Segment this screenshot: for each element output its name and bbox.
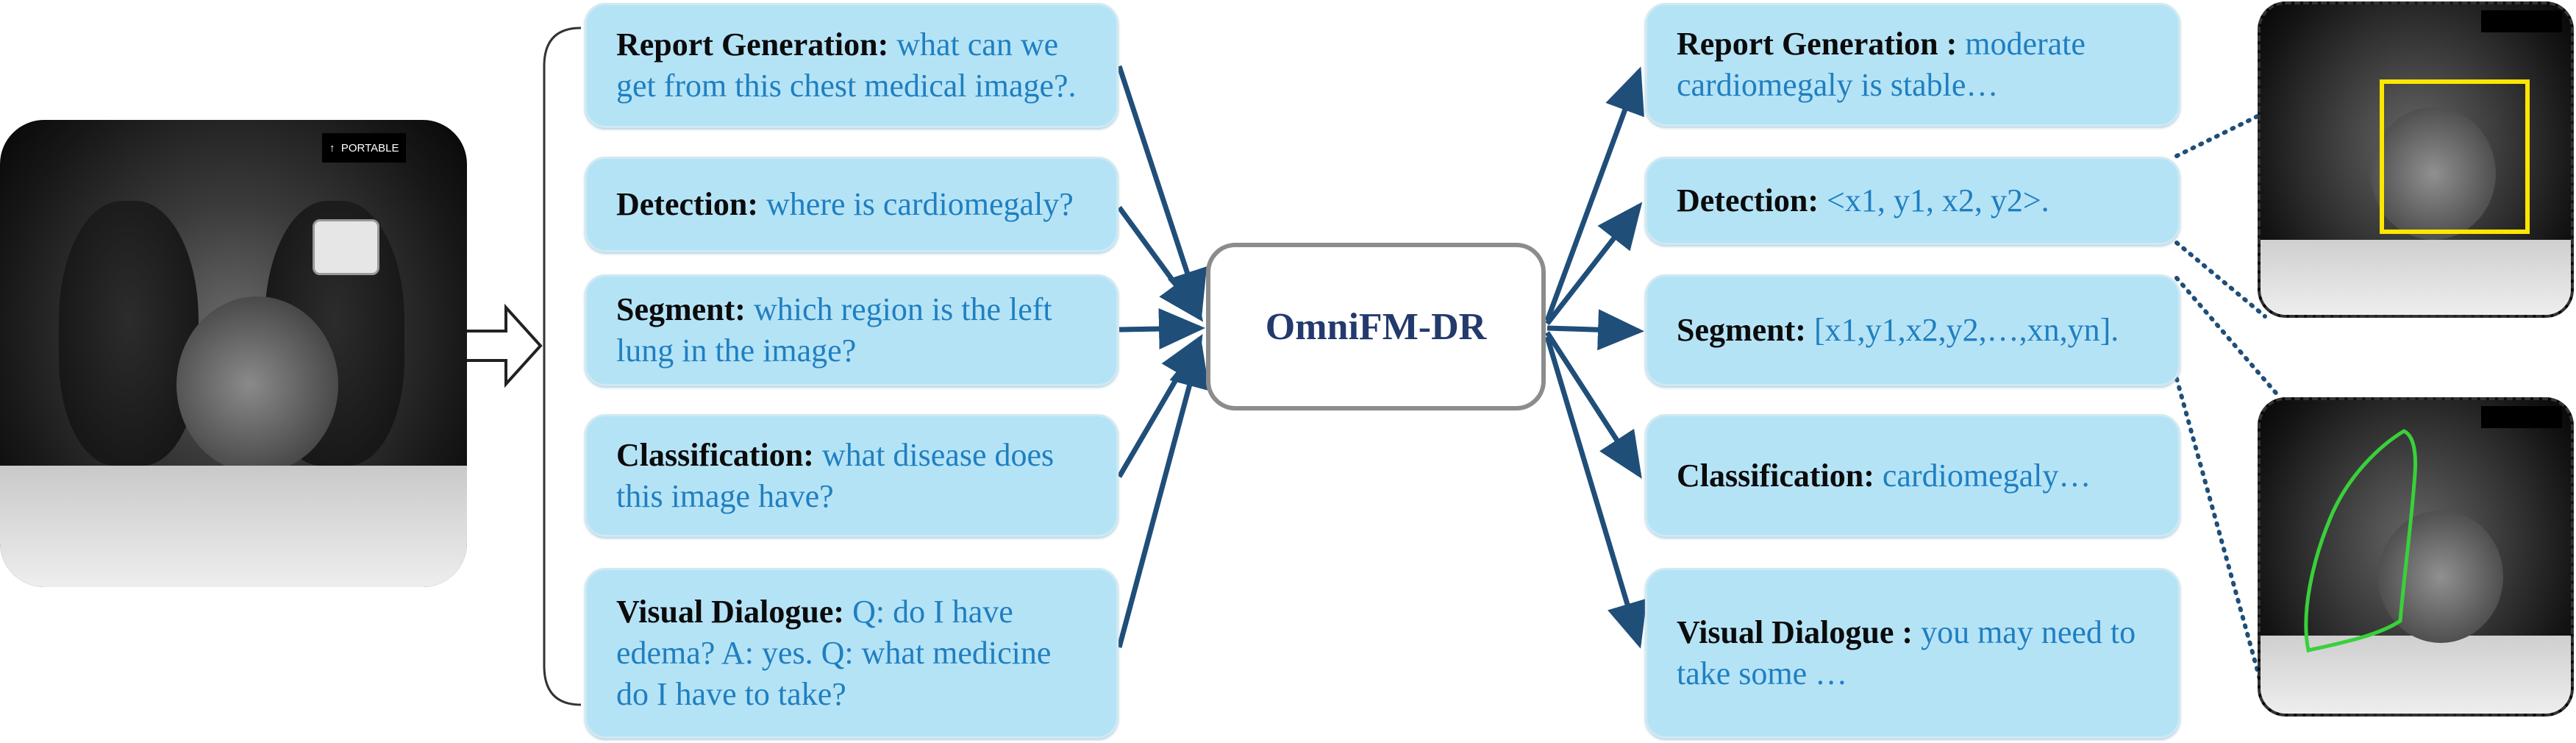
- input-box-detection: Detection: where is cardiomegaly?: [585, 157, 1118, 252]
- arrow-in-report: [1116, 65, 1207, 317]
- input-box-classification: Classification: what disease does this i…: [585, 414, 1118, 537]
- arrow-in-segment: [1118, 308, 1205, 350]
- task-text: what disease does this image have?: [616, 436, 1055, 514]
- task-text: [x1,y1,x2,y2,…,xn,yn].: [1813, 312, 2119, 348]
- task-label: Report Generation :: [1677, 26, 1958, 62]
- xray-diaphragm: [0, 466, 467, 587]
- detection-result-image: [2258, 1, 2574, 318]
- model-box: OmniFM-DR: [1206, 243, 1546, 410]
- model-title: OmniFM-DR: [1265, 305, 1487, 348]
- task-text: which region is the left lung in the ima…: [616, 291, 1052, 369]
- input-box-report-generation: Report Generation: what can we get from …: [585, 3, 1118, 128]
- task-label: Segment:: [616, 291, 746, 327]
- arrow-out-dialogue: [1544, 335, 1647, 649]
- thumb-diaphragm: [2261, 240, 2571, 315]
- task-label: Visual Dialogue:: [616, 594, 845, 630]
- task-label: Detection:: [616, 186, 759, 222]
- segmentation-result-image: [2258, 397, 2574, 717]
- task-label: Report Generation:: [616, 26, 889, 63]
- input-box-segment: Segment: which region is the left lung i…: [585, 274, 1118, 386]
- arrow-out-classification: [1545, 331, 1642, 479]
- task-text: moderate cardiomegaly is stable…: [1677, 26, 2086, 103]
- input-bracket: [543, 26, 582, 706]
- zoom-line-segment-bottom: [2174, 377, 2263, 686]
- zoom-line-detection-top: [2174, 114, 2260, 158]
- arrow-in-classification: [1116, 333, 1203, 478]
- thumb-marker: [2481, 10, 2562, 32]
- task-label: Detection:: [1677, 182, 1819, 218]
- task-text: what can we get from this chest medical …: [616, 26, 1077, 104]
- output-box-segment: Segment: [x1,y1,x2,y2,…,xn,yn].: [1645, 274, 2180, 386]
- xray-left-lung: [59, 201, 199, 466]
- task-label: Visual Dialogue :: [1677, 614, 1913, 650]
- output-box-classification: Classification: cardiomegaly…: [1645, 414, 2180, 537]
- arrow-out-detection: [1545, 202, 1643, 326]
- xray-marker-label: ↑ PORTABLE: [322, 133, 407, 163]
- output-box-visual-dialogue: Visual Dialogue : you may need to take s…: [1645, 568, 2180, 739]
- task-text: <x1, y1, x2, y2>.: [1827, 182, 2049, 218]
- cardiomegaly-bounding-box: [2380, 79, 2530, 234]
- output-box-report-generation: Report Generation : moderate cardiomegal…: [1645, 3, 2180, 127]
- input-box-visual-dialogue: Visual Dialogue: Q: do I have edema? A: …: [585, 568, 1118, 739]
- task-text: cardiomegaly…: [1882, 457, 2091, 494]
- arrow-out-segment: [1546, 309, 1644, 351]
- xray-pacemaker: [313, 219, 379, 275]
- task-label: Classification:: [616, 436, 814, 473]
- arrow-in-detection: [1117, 205, 1204, 322]
- thumb-heart: [2371, 107, 2496, 240]
- zoom-line-segment-top: [2174, 276, 2282, 399]
- output-box-detection: Detection: <x1, y1, x2, y2>.: [1645, 157, 2180, 245]
- task-label: Segment:: [1677, 312, 1806, 348]
- input-block-arrow: [463, 303, 543, 388]
- task-text: where is cardiomegaly?: [766, 186, 1074, 222]
- task-label: Classification:: [1677, 457, 1874, 494]
- xray-heart-shadow: [176, 296, 338, 473]
- thumb-marker: [2481, 406, 2562, 428]
- task-text: Q: do I have edema? A: yes. Q: what medi…: [616, 594, 1052, 712]
- left-lung-outline: [2304, 429, 2417, 653]
- arrow-out-report: [1544, 66, 1644, 322]
- task-text: you may need to take some …: [1677, 614, 2136, 692]
- arrow-in-dialogue: [1116, 341, 1210, 648]
- zoom-line-detection-bottom: [2174, 241, 2267, 319]
- input-xray-image: ↑ PORTABLE: [0, 120, 467, 587]
